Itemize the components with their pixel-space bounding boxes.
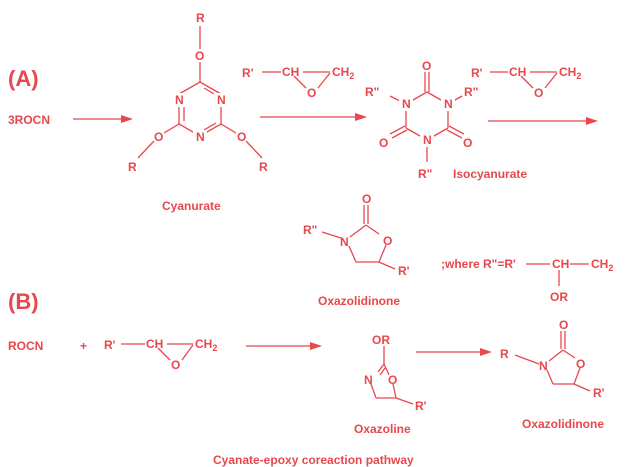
isocyanurate-o-left: O (379, 136, 388, 150)
oxazolidinone-b-carbonyl-o: O (559, 318, 568, 332)
isocyanurate-o-top: O (422, 59, 431, 73)
oxazoline-o: O (388, 373, 397, 387)
epoxide-b-r-prime: R' (104, 338, 116, 352)
oxazoline-r-prime: R' (415, 399, 427, 413)
cyanurate-o-right: O (237, 130, 246, 144)
epoxide-a1 (262, 71, 331, 89)
panel-b-label: (B) (8, 289, 39, 314)
oxazolidinone-r-prime: R' (398, 264, 410, 278)
cyanurate-n-bottom: N (196, 130, 205, 144)
cyanurate-structure (137, 26, 263, 159)
oxazoline-n: N (364, 373, 373, 387)
reactant-rocn: ROCN (8, 339, 43, 353)
cyanurate-o-top: O (195, 49, 204, 63)
panel-a-label: (A) (8, 66, 39, 91)
isocyanurate-r-dprime-left: R" (365, 85, 379, 99)
arrow-b2 (416, 348, 492, 356)
oxazolidinone-structure (321, 205, 396, 270)
epoxide-a1-ch: CH (282, 65, 299, 79)
epoxide-b-ch2: CH2 (195, 337, 217, 353)
epoxide-b-ch: CH (146, 337, 163, 351)
where-ch2: CH2 (591, 257, 613, 273)
cyanurate-label: Cyanurate (162, 199, 221, 213)
cyanurate-o-left: O (154, 130, 163, 144)
epoxide-a2-ch: CH (509, 65, 526, 79)
cyanurate-n-right: N (217, 93, 226, 107)
epoxide-a1-r-prime: R' (242, 66, 254, 80)
where-fragment (526, 263, 589, 286)
isocyanurate-n-right: N (444, 97, 453, 111)
cyanurate-r-right: R (259, 160, 268, 174)
isocyanurate-n-bottom: N (423, 133, 432, 147)
isocyanurate-r-dprime-right: R" (464, 85, 478, 99)
isocyanurate-r-dprime-bottom: R" (418, 167, 432, 181)
oxazolidinone-n: N (340, 235, 349, 249)
epoxide-b-o: O (171, 358, 180, 372)
epoxide-a2-o: O (534, 86, 543, 100)
cyanurate-r-left: R (128, 160, 137, 174)
epoxide-a1-o: O (307, 86, 316, 100)
oxazolidinone-b-ring-o: O (576, 357, 585, 371)
arrow-a3 (488, 117, 598, 125)
isocyanurate-o-right: O (463, 136, 472, 150)
where-ch: CH (552, 257, 569, 271)
oxazolidinone-b-label: Oxazolidinone (522, 417, 604, 431)
arrow-a2 (260, 113, 367, 121)
epoxide-a2-r-prime: R' (471, 66, 483, 80)
arrow-a1 (73, 115, 133, 123)
arrow-b1 (246, 342, 322, 350)
cyanurate-r-top: R (196, 11, 205, 25)
isocyanurate-label: Isocyanurate (453, 167, 527, 181)
oxazoline-label: Oxazoline (354, 422, 411, 436)
oxazolidinone-b-r-prime: R' (593, 386, 605, 400)
isocyanurate-n-left: N (402, 97, 411, 111)
epoxide-a2 (490, 71, 558, 89)
oxazolidinone-b-n: N (539, 359, 548, 373)
epoxide-a2-ch2: CH2 (559, 65, 581, 81)
oxazoline-structure (370, 346, 414, 405)
caption: Cyanate-epoxy coreaction pathway (213, 453, 414, 467)
oxazolidinone-ring-o: O (383, 234, 392, 248)
reactant-3rocn: 3ROCN (8, 113, 50, 127)
oxazolidinone-label: Oxazolidinone (318, 294, 400, 308)
oxazolidinone-b-r: R (500, 347, 509, 361)
oxazolidinone-carbonyl-o: O (362, 192, 371, 206)
plus-sign: + (80, 339, 87, 353)
where-note: ;where R"=R' (441, 257, 516, 271)
cyanurate-n-left: N (175, 93, 184, 107)
epoxide-b (121, 343, 194, 361)
where-or: OR (550, 290, 568, 304)
oxazolidinone-b-structure (514, 331, 591, 392)
epoxide-a1-ch2: CH2 (332, 65, 354, 81)
oxazolidinone-r-dprime: R" (303, 223, 317, 237)
oxazoline-or: OR (372, 333, 390, 347)
isocyanurate-structure (389, 72, 465, 162)
